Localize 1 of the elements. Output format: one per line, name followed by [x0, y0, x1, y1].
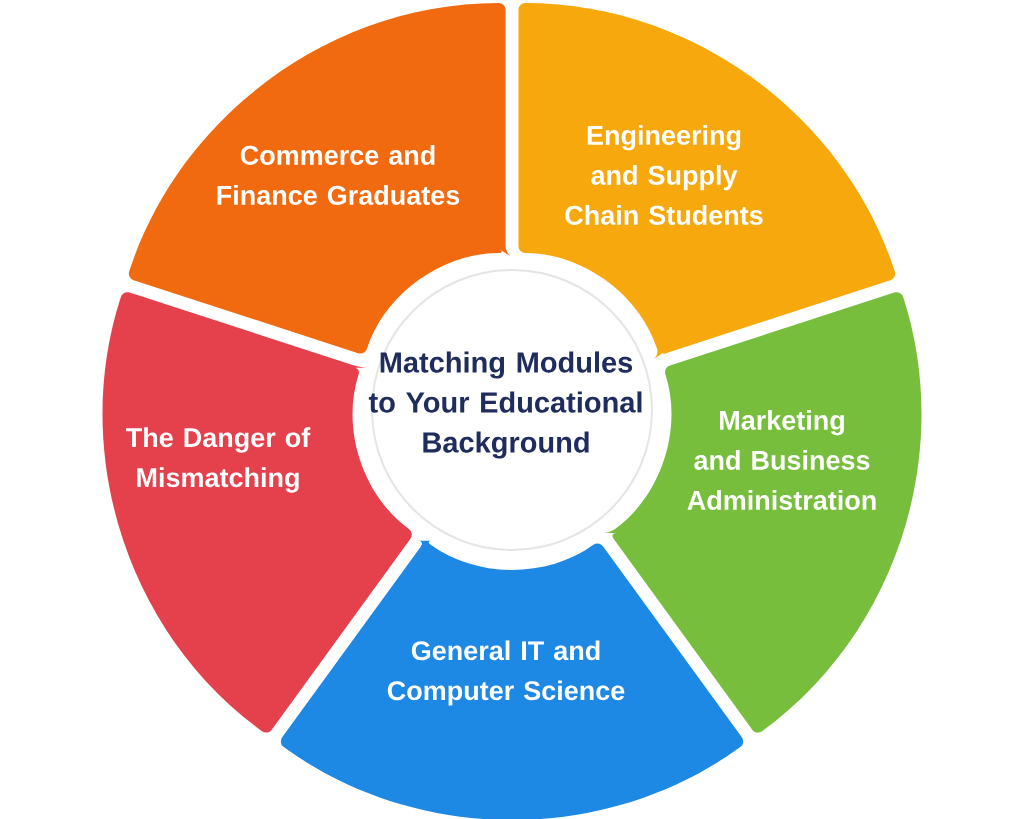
segment: General IT and Computer Science: [280, 540, 744, 819]
